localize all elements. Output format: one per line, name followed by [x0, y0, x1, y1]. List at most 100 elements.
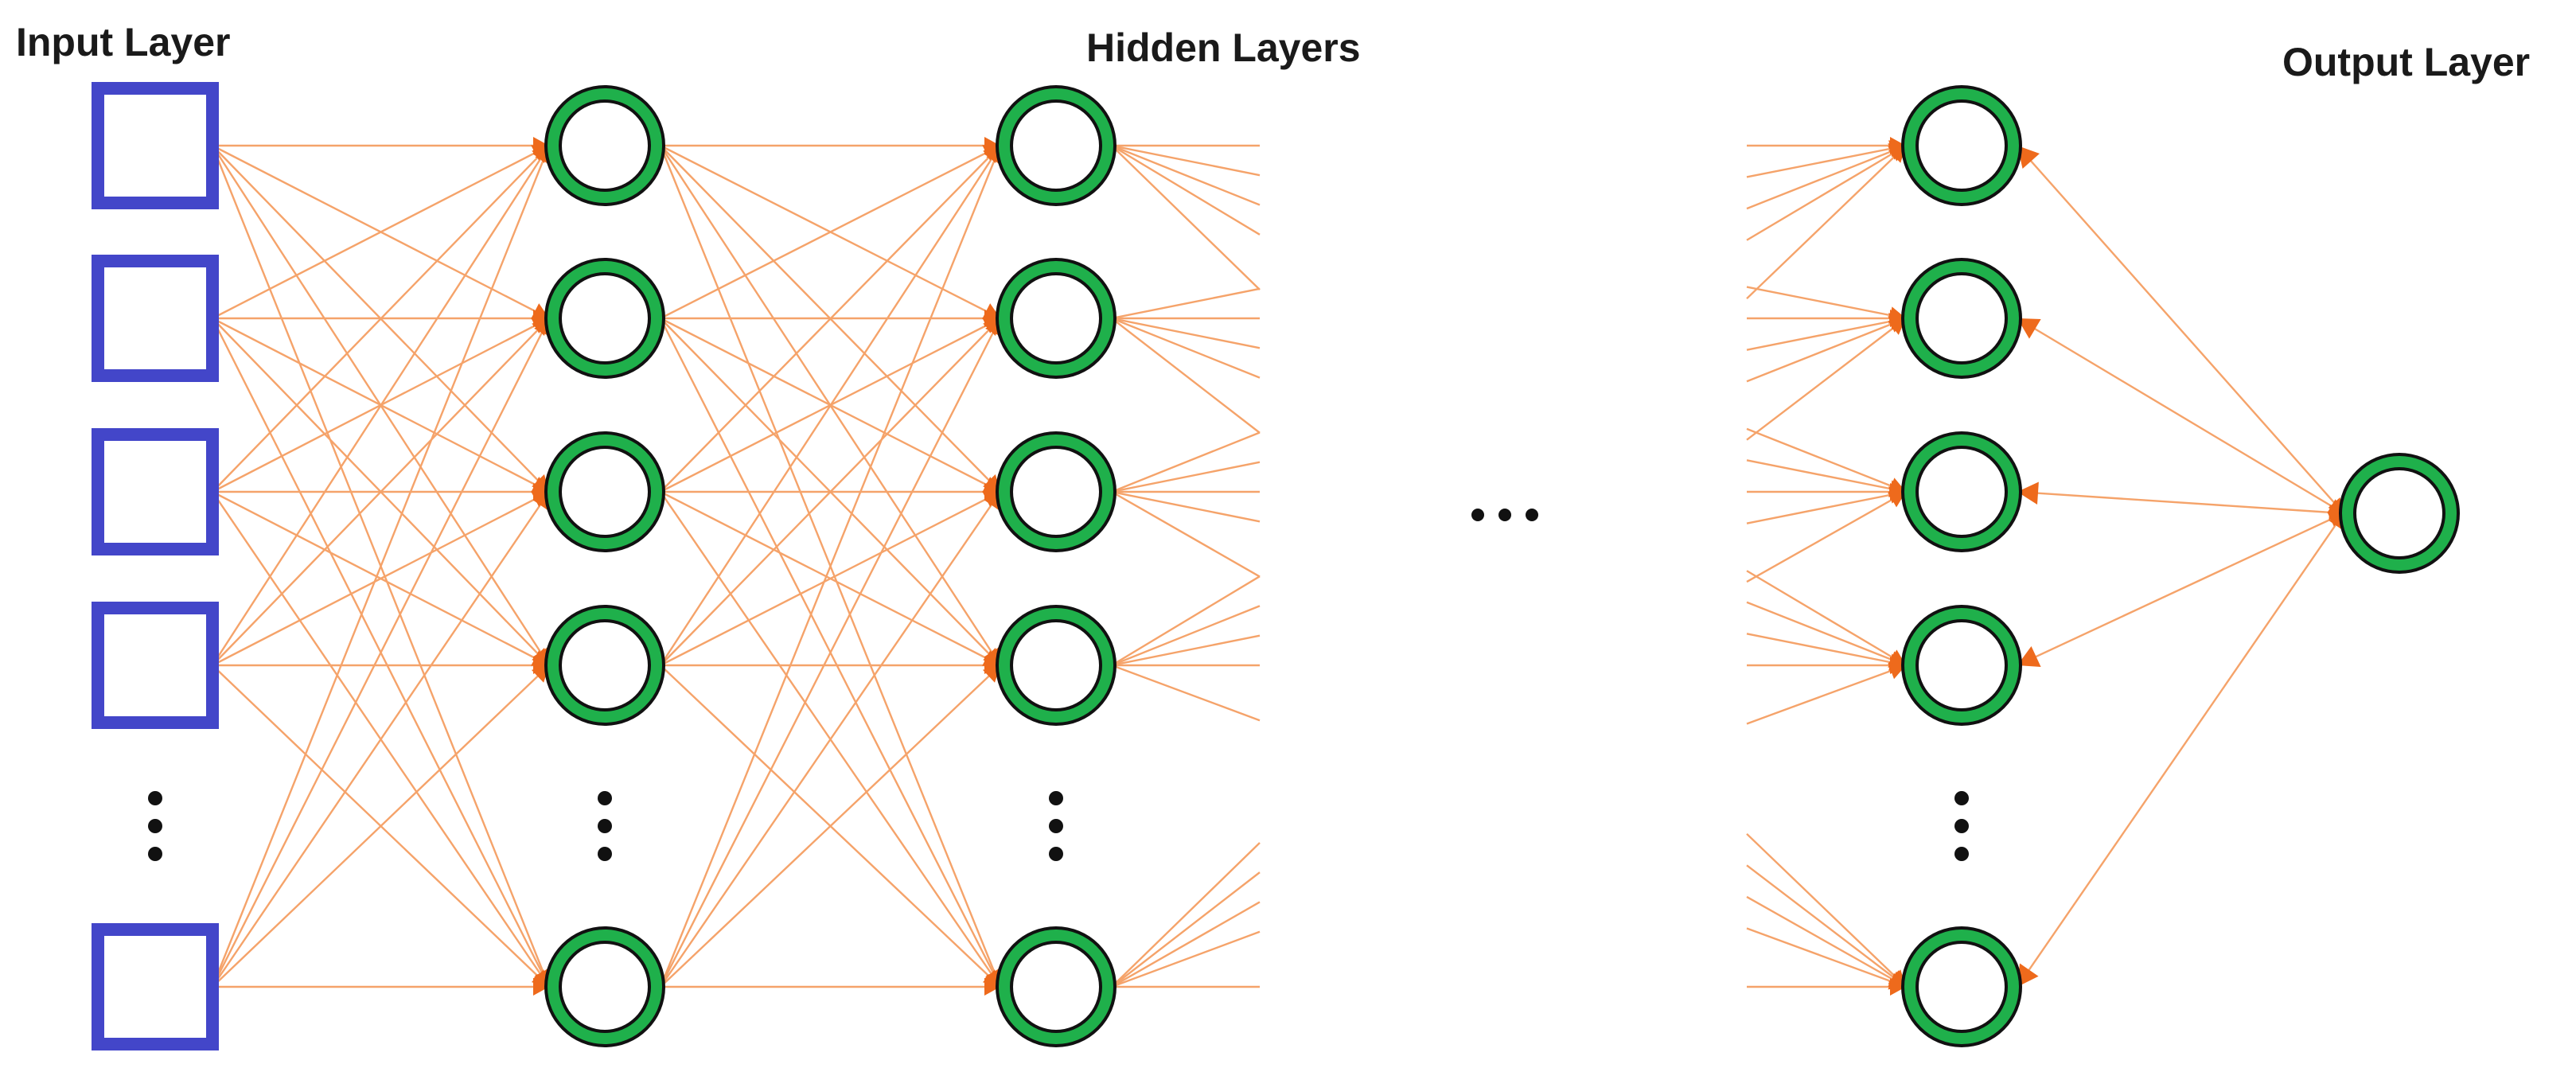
horizontal-ellipsis-dot	[1498, 509, 1511, 521]
connection-edge	[1111, 842, 1261, 988]
connection-edge	[212, 491, 550, 988]
connection-edge	[1746, 317, 1907, 351]
connection-edge	[660, 491, 1001, 988]
connection-edge	[211, 145, 551, 666]
arrowhead	[533, 978, 549, 996]
connection-edge	[212, 145, 550, 493]
connection-edge	[212, 318, 550, 666]
connection-edge	[1746, 144, 1907, 178]
hidden-layers-title: Hidden Layers	[1086, 25, 1361, 70]
connection-edge	[1746, 633, 1907, 667]
vertical-ellipsis-dot	[1049, 819, 1063, 833]
vertical-ellipsis-dot	[1049, 791, 1063, 805]
hidden-node-center	[1919, 275, 2005, 361]
connection-edge	[1111, 317, 1261, 349]
hidden-node-center	[562, 622, 648, 708]
arrowheads	[531, 137, 2344, 996]
connection-edge	[2017, 490, 2344, 515]
connection-edge	[2017, 145, 2344, 514]
connection-edge	[1746, 601, 1907, 667]
connection-edge	[2017, 317, 2344, 515]
connection-edge	[1111, 930, 1261, 988]
nodes	[92, 82, 2460, 1050]
connection-edge	[1111, 605, 1261, 667]
output-node-center	[2356, 470, 2442, 556]
connection-edge	[212, 144, 550, 320]
connection-edge	[1111, 144, 1261, 206]
connection-edge	[1746, 286, 1907, 320]
connection-edge	[1746, 664, 1907, 725]
hidden-node-center	[562, 944, 648, 1030]
connection-edge	[1746, 570, 1907, 667]
connection-edge	[1746, 895, 1907, 988]
vertical-ellipsis-dot	[148, 791, 162, 805]
arrowhead	[2017, 318, 2041, 339]
hidden-node-center	[1919, 622, 2005, 708]
hidden-node-center	[562, 275, 648, 361]
connection-edge	[1111, 664, 1261, 722]
connection-edge	[1746, 317, 1907, 383]
input-layer-title: Input Layer	[16, 20, 230, 64]
vertical-ellipsis-dot	[1049, 847, 1063, 861]
connection-edge	[660, 144, 1001, 320]
connection-edge	[1111, 490, 1261, 523]
arrowhead	[2017, 963, 2039, 987]
hidden-node-center	[1919, 449, 2005, 535]
vertical-ellipsis-dot	[148, 819, 162, 833]
connection-edge	[1111, 318, 1261, 434]
connection-edge	[1111, 490, 1261, 578]
connection-edge	[211, 318, 551, 988]
connection-edge	[211, 145, 551, 988]
connection-edge	[1746, 832, 1907, 988]
connection-edge	[1746, 144, 1907, 241]
vertical-ellipsis-dot	[148, 847, 162, 861]
horizontal-ellipsis-dot	[1526, 509, 1538, 521]
connection-edge	[1111, 431, 1261, 493]
vertical-ellipsis-dot	[598, 819, 612, 833]
hidden-node-center	[562, 449, 648, 535]
input-node	[92, 82, 219, 209]
input-node	[92, 255, 219, 382]
horizontal-ellipsis-dot	[1471, 509, 1484, 521]
hidden-node-center	[1919, 103, 2005, 189]
vertical-ellipsis-dot	[1954, 819, 1969, 833]
connection-edge	[1111, 634, 1261, 667]
connection-edge	[1746, 427, 1907, 493]
connection-edge	[1111, 461, 1261, 493]
hidden-node-center	[1013, 103, 1099, 189]
connection-edge	[1111, 287, 1261, 320]
vertical-ellipsis-dot	[598, 791, 612, 805]
input-node	[92, 923, 219, 1050]
connection-edge	[1746, 145, 1907, 300]
input-node	[92, 428, 219, 555]
connection-edge	[2017, 513, 2344, 988]
connection-edge	[1746, 864, 1907, 988]
arrowhead	[1890, 978, 1906, 996]
hidden-node-center	[1013, 622, 1099, 708]
connection-edge	[659, 145, 1002, 988]
ellipsis-dots	[148, 509, 1969, 861]
vertical-ellipsis-dot	[1954, 791, 1969, 805]
connection-edge	[2017, 512, 2344, 667]
connection-edge	[1111, 575, 1261, 667]
arrowhead	[2017, 646, 2041, 667]
arrowhead	[2017, 146, 2040, 169]
connection-edge	[660, 318, 1001, 666]
hidden-node-center	[1013, 275, 1099, 361]
connection-edge	[1746, 318, 1907, 441]
connection-edge	[1746, 490, 1907, 583]
connection-edge	[1746, 459, 1907, 493]
connection-edge	[1746, 490, 1907, 524]
connection-edges	[211, 144, 2344, 988]
connection-edge	[212, 665, 550, 988]
input-node	[92, 602, 219, 729]
connection-edge	[660, 665, 1001, 988]
hidden-node-center	[1013, 449, 1099, 535]
hidden-node-center	[1919, 944, 2005, 1030]
hidden-node-center	[1013, 944, 1099, 1030]
vertical-ellipsis-dot	[598, 847, 612, 861]
connection-edge	[1111, 144, 1261, 177]
connection-edge	[660, 145, 1001, 493]
connection-edge	[1111, 144, 1261, 236]
